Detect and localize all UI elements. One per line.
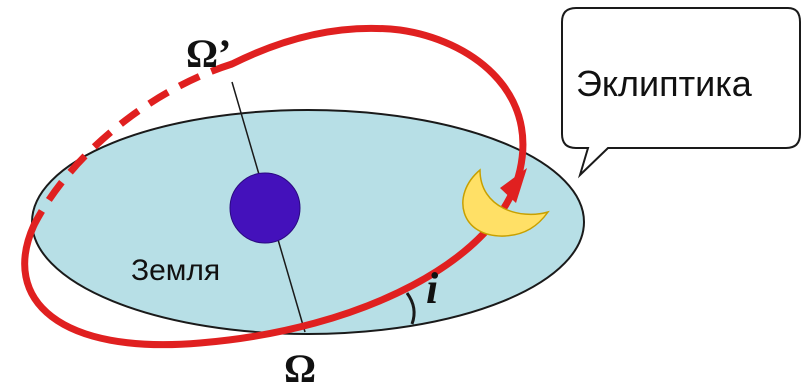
ecliptic-label: Эклиптика [576,63,753,104]
orbit-direction-arrow [500,168,527,203]
earth-icon [229,172,301,244]
earth-label: Земля [131,254,220,287]
moon-icon [462,168,550,237]
ascending-node-label: Ω [284,346,316,387]
ecliptic-callout [561,7,801,179]
descending-node-label: Ω’ [186,31,231,76]
inclination-arc [405,292,416,325]
orbit-hidden-segment [30,60,234,227]
inclination-label: i [426,264,439,313]
